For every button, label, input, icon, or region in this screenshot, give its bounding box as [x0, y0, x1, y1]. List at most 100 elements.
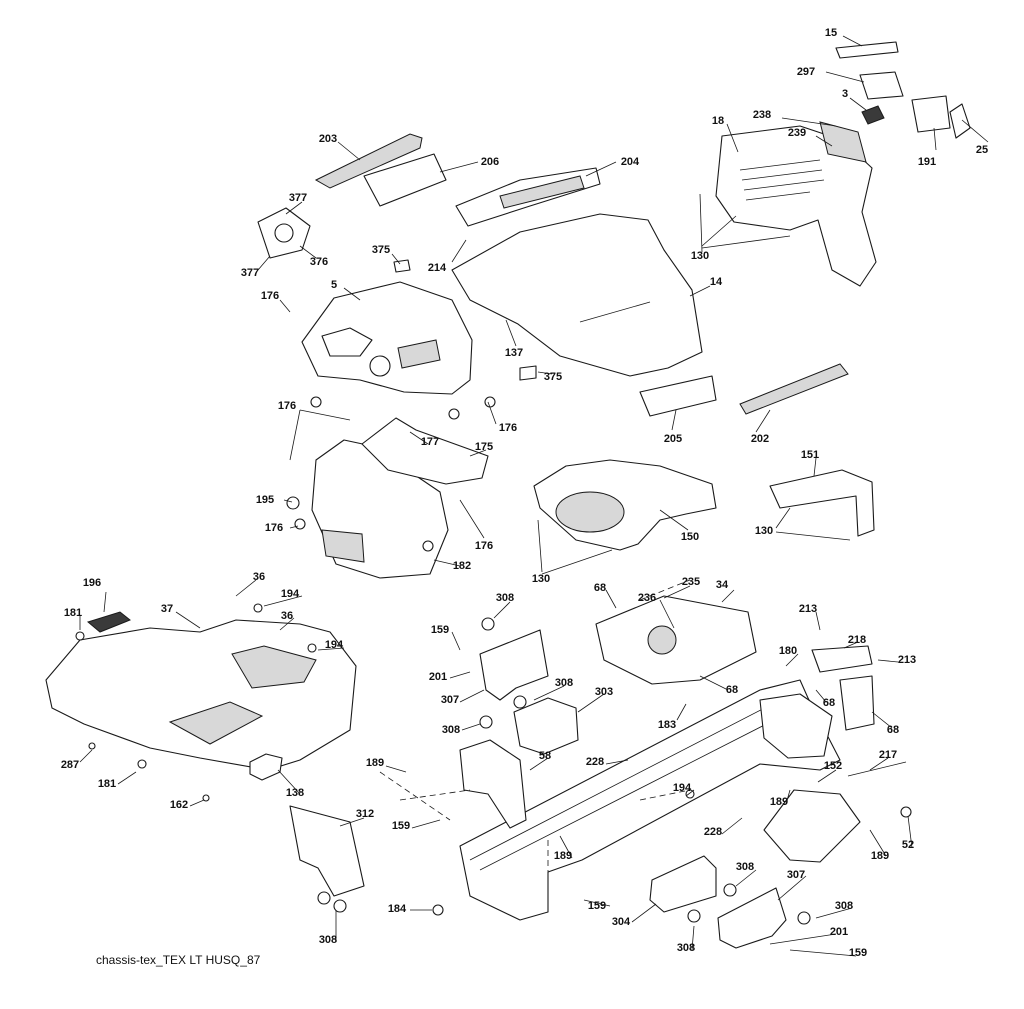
fender-seat-opening: [231, 645, 317, 689]
callout-150: 150: [681, 531, 699, 543]
callout-205: 205: [664, 433, 682, 445]
hitch-plate-218: [811, 645, 873, 673]
callout-58: 58: [539, 750, 551, 762]
callout-202: 202: [751, 433, 769, 445]
callout-138: 138: [286, 787, 304, 799]
callout-377: 377: [289, 192, 307, 204]
callout-308: 308: [442, 724, 460, 736]
callout-34: 34: [716, 579, 729, 591]
callout-68: 68: [594, 582, 606, 594]
nut-308-b: [513, 695, 527, 709]
deck-shield-152: [763, 789, 861, 863]
callout-52: 52: [902, 839, 914, 851]
battery-panel-312: [289, 805, 365, 897]
callout-159: 159: [849, 947, 867, 959]
callout-308: 308: [736, 861, 754, 873]
callout-213: 213: [799, 603, 817, 615]
callout-130: 130: [532, 573, 550, 585]
callout-130: 130: [755, 525, 773, 537]
callout-218: 218: [848, 634, 866, 646]
grommet-176-d: [294, 518, 306, 530]
bracket-307-lower: [717, 887, 787, 949]
dash-duct: [363, 153, 447, 207]
hidden-lines: [379, 579, 691, 872]
callout-130: 130: [691, 250, 709, 262]
callout-137: 137: [505, 347, 523, 359]
nut-308-a: [481, 617, 495, 631]
frame-bracket-left: [459, 739, 527, 829]
callout-239: 239: [788, 127, 806, 139]
callout-182: 182: [453, 560, 471, 572]
callout-3: 3: [842, 88, 848, 100]
steering-mount-hole: [274, 223, 294, 243]
foot-trim-205: [639, 375, 717, 417]
fender-step: [168, 701, 264, 745]
side-vent-202: [739, 363, 849, 415]
callout-15: 15: [825, 27, 837, 39]
grille-emblem: [861, 105, 885, 125]
callout-191: 191: [918, 156, 936, 168]
callout-181: 181: [64, 607, 82, 619]
bracket-151: [769, 469, 875, 537]
seat-pan-hole: [647, 625, 677, 655]
callout-201: 201: [830, 926, 848, 938]
callout-308: 308: [677, 942, 695, 954]
callout-189: 189: [366, 757, 384, 769]
callout-176: 176: [278, 400, 296, 412]
callout-214: 214: [428, 262, 447, 274]
nut-308-h: [797, 911, 811, 925]
callout-151: 151: [801, 449, 819, 461]
callout-162: 162: [170, 799, 188, 811]
nut-308-g: [723, 883, 737, 897]
callout-177: 177: [421, 436, 439, 448]
callout-308: 308: [835, 900, 853, 912]
callout-308: 308: [319, 934, 337, 946]
callout-217: 217: [879, 749, 897, 761]
bolt-181-b: [137, 759, 147, 769]
callout-196: 196: [83, 577, 101, 589]
callout-159: 159: [588, 900, 606, 912]
callout-375: 375: [372, 244, 390, 256]
callout-376: 376: [310, 256, 328, 268]
callout-307: 307: [441, 694, 459, 706]
headlight-lens: [859, 71, 904, 100]
callout-176: 176: [261, 290, 279, 302]
callout-303: 303: [595, 686, 613, 698]
callout-194: 194: [673, 782, 692, 794]
pedestal-bracket-175: [361, 417, 489, 485]
callout-159: 159: [392, 820, 410, 832]
dash-console: [301, 281, 473, 395]
callout-235: 235: [682, 576, 700, 588]
nut-52: [900, 806, 912, 818]
callout-184: 184: [388, 903, 407, 915]
callout-238: 238: [753, 109, 771, 121]
nut-308-d: [317, 891, 331, 905]
bolt-181-a: [75, 631, 85, 641]
grille-slots: [739, 159, 825, 201]
callout-375: 375: [544, 371, 562, 383]
callout-189: 189: [871, 850, 889, 862]
callout-236: 236: [638, 592, 656, 604]
diagram-caption: chassis-tex_TEX LT HUSQ_87: [96, 953, 261, 967]
fender-slot: [579, 301, 651, 323]
callout-18: 18: [712, 115, 724, 127]
nut-308-f: [687, 909, 701, 923]
bracket-303: [513, 697, 579, 755]
callout-206: 206: [481, 156, 499, 168]
callout-68: 68: [823, 697, 835, 709]
callout-5: 5: [331, 279, 337, 291]
grommet-195: [286, 496, 300, 510]
callout-68: 68: [726, 684, 738, 696]
callout-176: 176: [265, 522, 283, 534]
part-drawings: [45, 35, 989, 957]
callout-377: 377: [241, 267, 259, 279]
bolt-162: [202, 794, 210, 802]
frame-rail-top: [469, 699, 791, 871]
callout-37: 37: [161, 603, 173, 615]
pedestal-opening: [321, 529, 365, 563]
callout-159: 159: [431, 624, 449, 636]
callout-287: 287: [61, 759, 79, 771]
callout-25: 25: [976, 144, 988, 156]
nut-308-c: [479, 715, 493, 729]
